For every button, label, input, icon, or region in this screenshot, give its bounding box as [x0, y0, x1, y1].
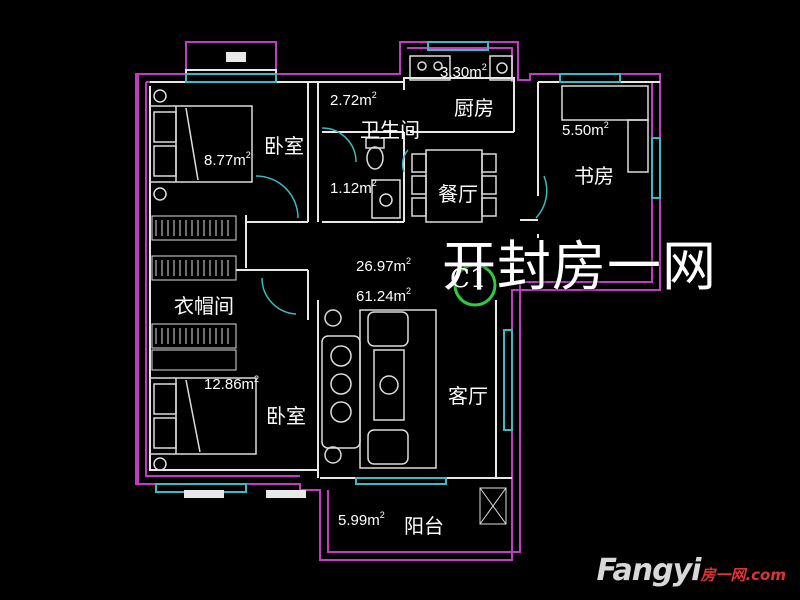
dining-table	[411, 149, 497, 223]
balcony-fixture	[479, 487, 507, 525]
kitchen-label: 厨房	[454, 96, 494, 120]
living-area-b: 61.24m2	[356, 286, 412, 305]
window-symbols	[184, 52, 306, 498]
balcony-label: 阳台	[404, 514, 444, 538]
inner-walls	[149, 69, 660, 479]
bedroom-top-area: 8.77m2	[204, 150, 251, 169]
bathroom-small-area: 1.12m2	[330, 178, 377, 197]
bathroom-label: 卫生间	[360, 118, 420, 142]
kitchen-fixtures	[409, 55, 513, 81]
bed-top	[149, 89, 253, 201]
logo-side: 房一网	[700, 566, 746, 584]
bathroom-fixtures	[365, 137, 401, 219]
dining-label: 餐厅	[438, 182, 478, 206]
tag-circle	[453, 263, 497, 307]
bathroom-area: 2.72m2	[330, 90, 377, 109]
living-furniture	[321, 309, 437, 469]
bedroom-bottom-label: 卧室	[266, 404, 306, 428]
unit-tag: C1	[450, 264, 487, 294]
watermark-text: 开封房一网	[442, 235, 717, 298]
outer-walls	[135, 41, 661, 561]
closet-label: 衣帽间	[174, 294, 234, 318]
closet-shelves	[151, 215, 237, 371]
logo-sub: .com	[745, 566, 786, 584]
study-desk	[561, 85, 649, 173]
living-label: 客厅	[448, 384, 488, 408]
kitchen-area: 3.30m2	[440, 62, 487, 81]
study-area: 5.50m2	[562, 120, 609, 139]
balcony-area: 5.99m2	[338, 510, 385, 529]
bedroom-top-label: 卧室	[264, 134, 304, 158]
doors	[255, 127, 548, 315]
logo-main: Fangyi	[596, 553, 701, 588]
bed-bottom	[149, 377, 257, 471]
site-logo: Fangyi房一网.com	[596, 553, 786, 588]
windows	[155, 41, 661, 493]
study-label: 书房	[574, 164, 614, 188]
bedroom-bottom-area: 12.86m2	[204, 374, 260, 393]
living-area-a: 26.97m2	[356, 256, 412, 275]
